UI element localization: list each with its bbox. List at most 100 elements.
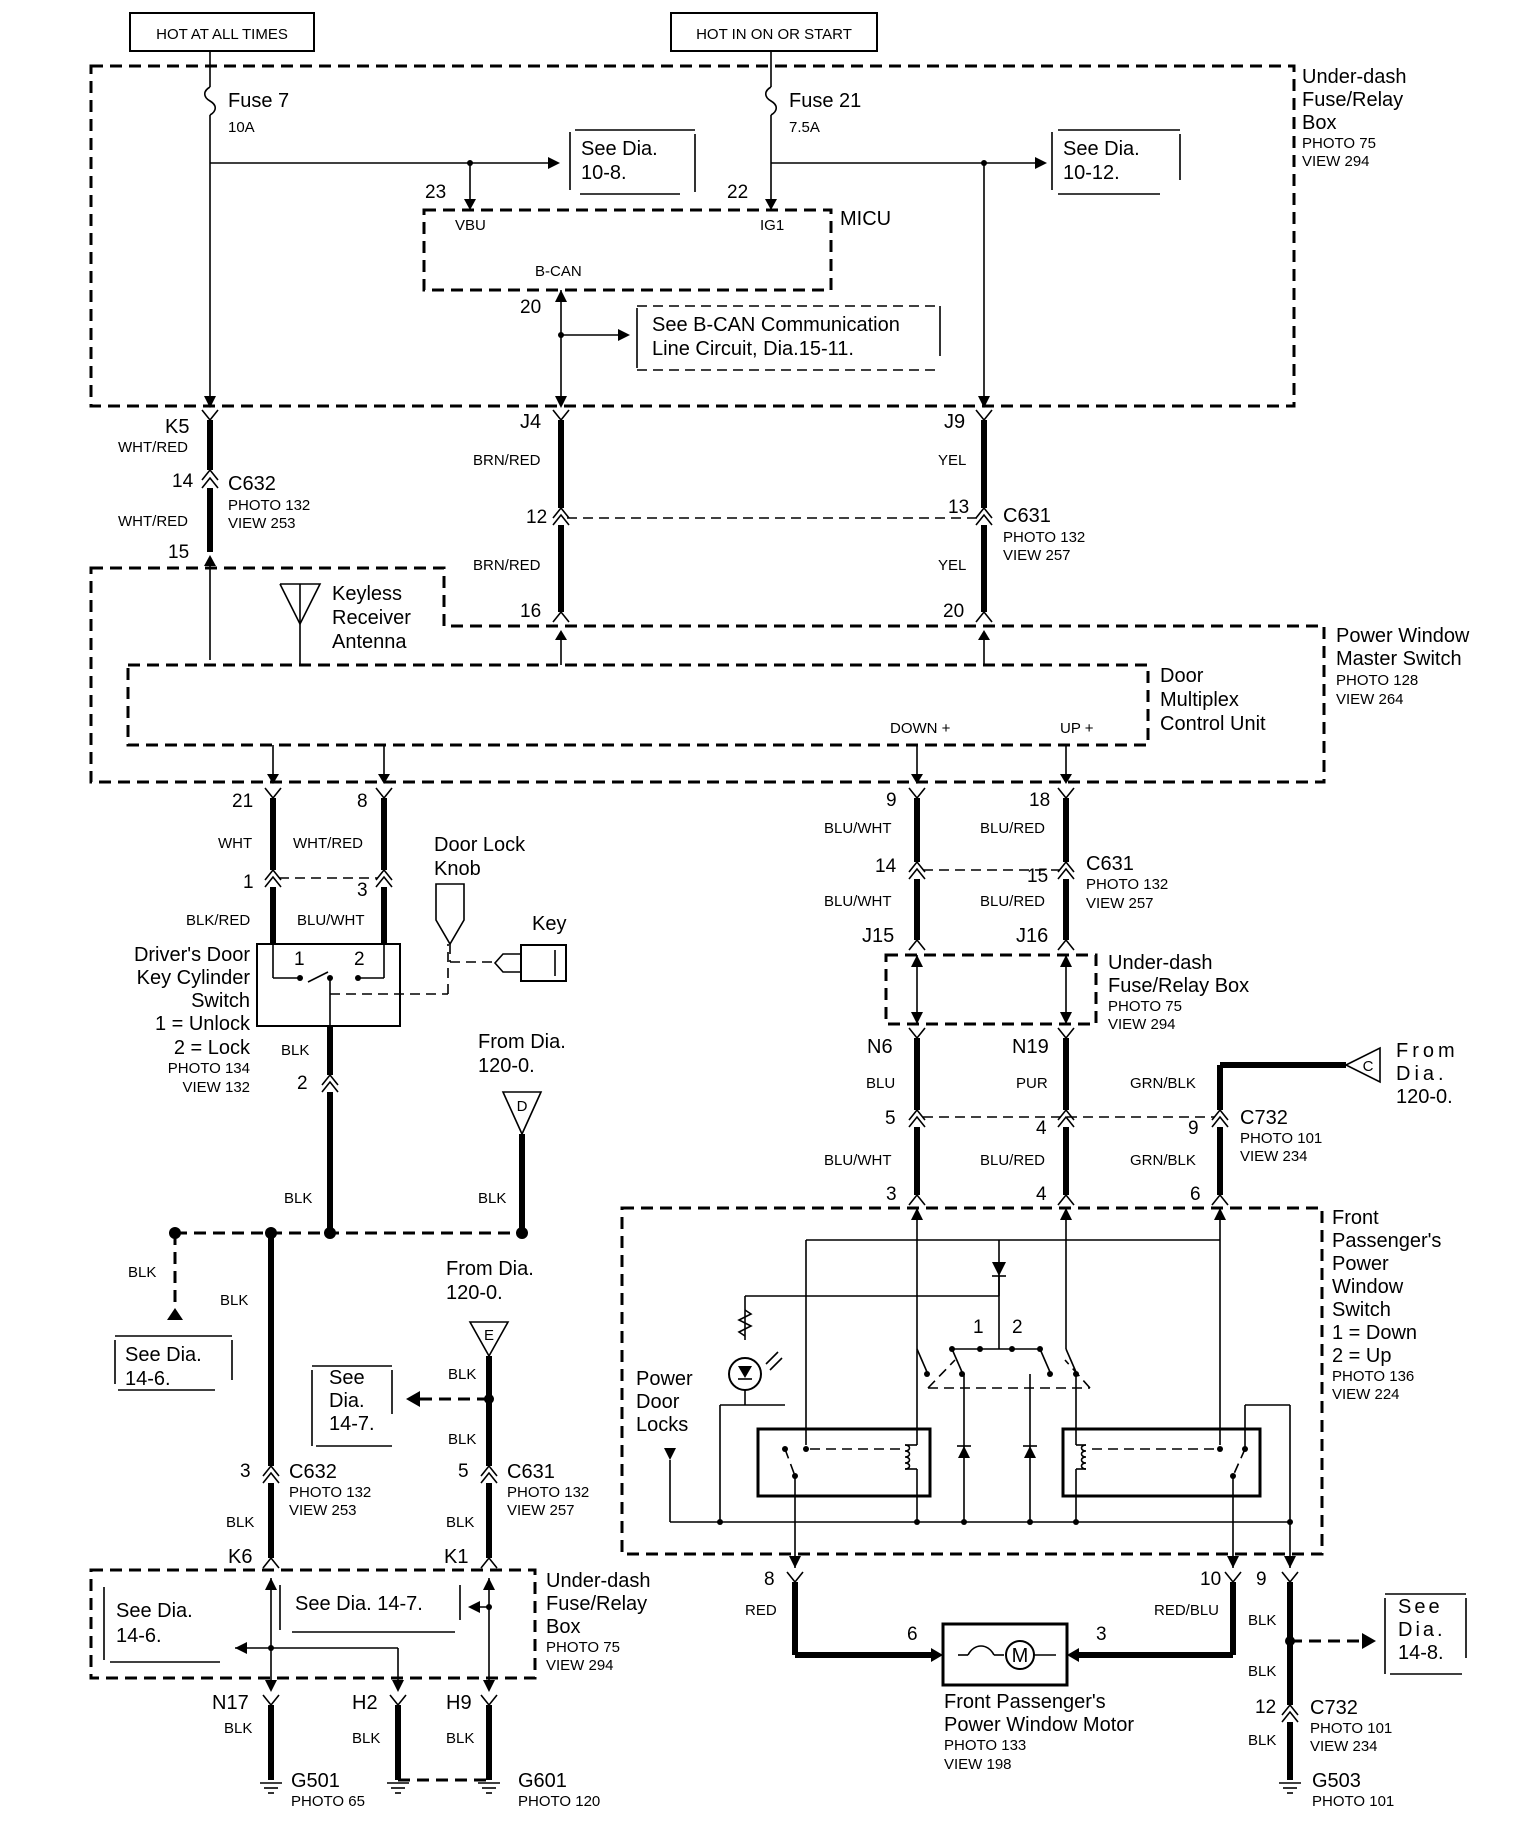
svg-text:BLK: BLK (128, 1264, 156, 1281)
svg-text:1 = Down: 1 = Down (1332, 1322, 1417, 1344)
svg-text:J16: J16 (1016, 925, 1048, 947)
svg-text:PHOTO 120: PHOTO 120 (518, 1793, 600, 1810)
svg-text:120-0.: 120-0. (478, 1055, 535, 1077)
svg-text:BLU/WHT: BLU/WHT (824, 820, 892, 837)
svg-text:4: 4 (1036, 1118, 1047, 1139)
svg-text:4: 4 (1036, 1184, 1047, 1205)
svg-text:Keyless: Keyless (332, 583, 402, 605)
svg-text:BLK: BLK (448, 1366, 476, 1383)
svg-text:3: 3 (240, 1461, 251, 1482)
svg-text:Master Switch: Master Switch (1336, 648, 1462, 670)
hot-at-all-times-label: HOT AT ALL TIMES (156, 26, 288, 43)
svg-text:GRN/BLK: GRN/BLK (1130, 1152, 1196, 1169)
connector-c631-a: C631 PHOTO 132 VIEW 257 (1003, 505, 1085, 564)
relay-down (756, 1427, 932, 1498)
svg-text:VIEW 294: VIEW 294 (1302, 153, 1370, 170)
svg-text:3: 3 (1096, 1624, 1107, 1645)
svg-text:PHOTO 101: PHOTO 101 (1312, 1793, 1394, 1810)
svg-text:14-6.: 14-6. (125, 1368, 171, 1390)
svg-text:See Dia. 14-7.: See Dia. 14-7. (295, 1593, 423, 1615)
svg-text:C631: C631 (1003, 505, 1051, 527)
svg-text:2: 2 (354, 949, 365, 970)
svg-text:10-12.: 10-12. (1063, 162, 1120, 184)
svg-text:Line Circuit, Dia.15-11.: Line Circuit, Dia.15-11. (652, 338, 854, 360)
svg-text:N6: N6 (867, 1036, 893, 1058)
svg-text:C: C (1363, 1058, 1374, 1075)
svg-text:From Dia.: From Dia. (446, 1258, 534, 1280)
master-switch-label: Power Window Master Switch PHOTO 128 VIE… (1336, 625, 1470, 708)
micu-box (422, 208, 833, 292)
svg-text:Box: Box (546, 1616, 580, 1638)
svg-text:VIEW 132: VIEW 132 (182, 1079, 250, 1096)
svg-text:DOWN +: DOWN + (890, 720, 951, 737)
power-source-hot-in-on-or-start: HOT IN ON OR START (670, 12, 878, 52)
svg-text:VIEW 198: VIEW 198 (944, 1756, 1012, 1773)
svg-text:Under-dash: Under-dash (1108, 952, 1213, 974)
relay-up (1061, 1427, 1262, 1498)
front-passengers-power-window-switch (620, 1206, 1324, 1556)
svg-text:BLK: BLK (226, 1514, 254, 1531)
svg-text:VIEW 253: VIEW 253 (228, 515, 296, 532)
fuse-7-label: Fuse 7 (228, 90, 289, 112)
svg-text:YEL: YEL (938, 452, 966, 469)
svg-text:BLK: BLK (448, 1431, 476, 1448)
svg-text:VIEW 294: VIEW 294 (1108, 1016, 1176, 1033)
fuse-21-label: Fuse 21 (789, 90, 861, 112)
svg-text:Driver's Door: Driver's Door (134, 944, 250, 966)
svg-text:VIEW 264: VIEW 264 (1336, 691, 1404, 708)
drivers-door-key-cylinder-label: Driver's Door Key Cylinder Switch 1 = Un… (134, 944, 251, 1096)
svg-text:Receiver: Receiver (332, 607, 411, 629)
svg-text:Locks: Locks (636, 1414, 688, 1436)
ref-see-dia-10-8: See Dia. 10-8. (569, 129, 696, 195)
svg-text:14-6.: 14-6. (116, 1625, 162, 1647)
from-dia-d: From Dia. 120-0. D (478, 1031, 566, 1136)
svg-text:J4: J4 (520, 411, 541, 433)
svg-text:BLU/WHT: BLU/WHT (824, 1152, 892, 1169)
micu-bcan: B-CAN (535, 263, 582, 280)
ref-see-dia-14-6: See Dia. 14-6. (114, 1335, 233, 1391)
svg-text:GRN/BLK: GRN/BLK (1130, 1075, 1196, 1092)
svg-text:PHOTO 134: PHOTO 134 (168, 1060, 250, 1077)
svg-text:VIEW 234: VIEW 234 (1240, 1148, 1308, 1165)
svg-text:Antenna: Antenna (332, 631, 407, 653)
ground-h2-icon (387, 1782, 409, 1794)
svg-text:BLK: BLK (352, 1730, 380, 1747)
svg-text:Front: Front (1332, 1207, 1379, 1229)
svg-text:Window: Window (1332, 1276, 1404, 1298)
svg-text:12: 12 (526, 507, 547, 528)
svg-text:Power Window Motor: Power Window Motor (944, 1714, 1134, 1736)
svg-text:PHOTO 132: PHOTO 132 (1086, 876, 1168, 893)
svg-text:Power Window: Power Window (1336, 625, 1470, 647)
svg-text:Switch: Switch (1332, 1299, 1391, 1321)
motor-m-symbol: M (1012, 1645, 1029, 1667)
svg-text:PHOTO 128: PHOTO 128 (1336, 672, 1418, 689)
svg-text:Door Lock: Door Lock (434, 834, 526, 856)
svg-text:Multiplex: Multiplex (1160, 689, 1239, 711)
svg-text:BLU/WHT: BLU/WHT (824, 893, 892, 910)
svg-text:3: 3 (357, 880, 368, 901)
ref-see-dia-14-7-inline: See Dia. 14-7. (279, 1585, 461, 1633)
svg-text:2: 2 (1012, 1317, 1023, 1338)
connector-c631-c: C631 PHOTO 132 VIEW 257 (507, 1461, 589, 1519)
svg-text:5: 5 (458, 1461, 469, 1482)
svg-text:Under-dash: Under-dash (546, 1570, 651, 1592)
drivers-door-key-cylinder-switch (256, 943, 401, 1027)
svg-text:From Dia.: From Dia. (478, 1031, 566, 1053)
svg-text:C632: C632 (228, 473, 276, 495)
from-dia-c: C From Dia. 120-0. (1344, 1040, 1459, 1108)
svg-text:20: 20 (943, 601, 964, 622)
svg-text:22: 22 (727, 182, 748, 203)
fuse-relay-box-middle-label: Under-dash Fuse/Relay Box PHOTO 75 VIEW … (1108, 952, 1249, 1033)
svg-text:UP +: UP + (1060, 720, 1094, 737)
svg-text:BLK: BLK (224, 1720, 252, 1737)
svg-text:9: 9 (886, 790, 897, 811)
key-icon (493, 944, 567, 982)
connector-c732-b: C732 PHOTO 101 VIEW 234 (1310, 1697, 1392, 1755)
svg-text:From: From (1396, 1040, 1459, 1062)
svg-text:BLK: BLK (1248, 1732, 1276, 1749)
svg-text:Under-dash: Under-dash (1302, 66, 1407, 88)
connector-c632-b: C632 PHOTO 132 VIEW 253 (289, 1461, 371, 1519)
svg-text:PHOTO 132: PHOTO 132 (1003, 529, 1085, 546)
svg-text:VIEW 257: VIEW 257 (1003, 547, 1071, 564)
